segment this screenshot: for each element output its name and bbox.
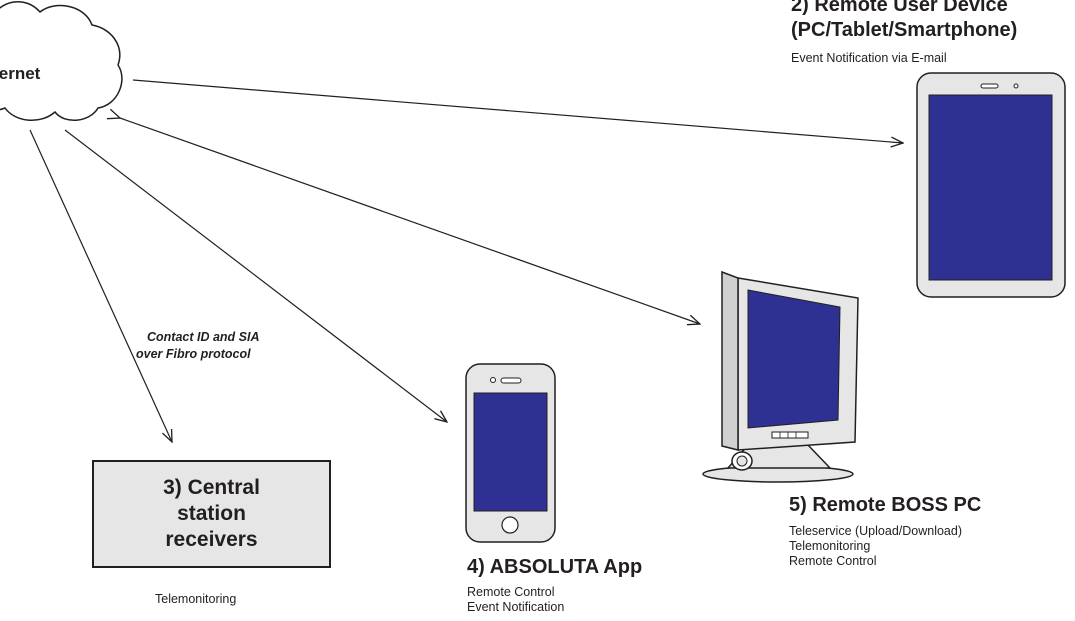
arrow-remote-boss-pc-bidirectional <box>120 118 700 324</box>
absoluta-app-desc-line2: Event Notification <box>467 600 565 614</box>
arrow-internet-to-absoluta-app <box>64 129 447 422</box>
protocol-note-line2: over Fibro protocol <box>136 347 251 361</box>
central-station-box: 3) Central station receivers <box>92 460 331 568</box>
remote-user-title-line1: 2) Remote User Device <box>791 0 1008 16</box>
internet-cloud-icon <box>0 1 123 121</box>
arrow-internet-to-remote-user <box>132 79 903 143</box>
tablet-icon <box>916 72 1066 298</box>
arrow-internet-to-central-station <box>29 129 172 442</box>
remote-user-description: Event Notification via E-mail <box>791 51 947 65</box>
absoluta-app-title: 4) ABSOLUTA App <box>467 556 643 578</box>
boss-pc-desc-line3: Remote Control <box>789 554 877 568</box>
absoluta-app-desc-line1: Remote Control <box>467 585 555 599</box>
protocol-note-line1: Contact ID and SIA <box>147 330 260 344</box>
monitor-icon <box>702 270 859 483</box>
boss-pc-desc-line2: Telemonitoring <box>789 539 871 553</box>
remote-user-title-line2: (PC/Tablet/Smartphone) <box>791 19 1018 41</box>
smartphone-icon <box>465 363 556 543</box>
central-station-description: Telemonitoring <box>155 592 237 606</box>
central-station-title: 3) Central station receivers <box>163 476 260 551</box>
internet-label: Internet <box>0 64 41 83</box>
boss-pc-desc-line1: Teleservice (Upload/Download) <box>789 524 962 538</box>
boss-pc-title: 5) Remote BOSS PC <box>789 494 982 516</box>
